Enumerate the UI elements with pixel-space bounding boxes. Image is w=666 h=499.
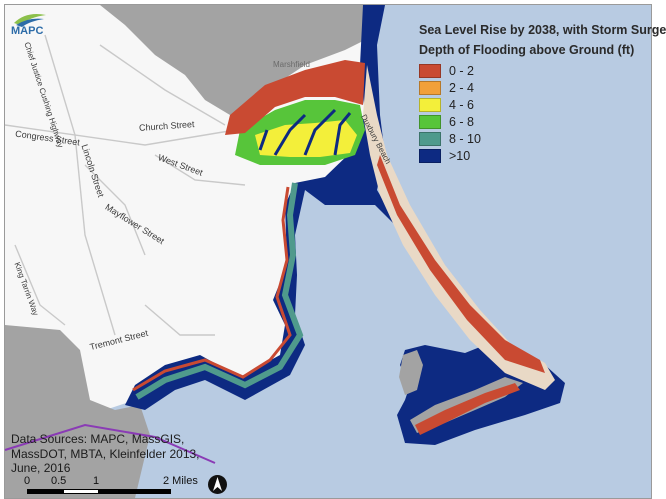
legend-label: 0 - 2 <box>449 63 475 78</box>
data-sources: Data Sources: MAPC, MassGIS, MassDOT, MB… <box>11 432 200 475</box>
legend-item: 4 - 6 <box>419 96 651 113</box>
scale-label-0-5: 0.5 <box>51 475 67 487</box>
legend-label: 4 - 6 <box>449 97 475 112</box>
legend-item: 2 - 4 <box>419 79 651 96</box>
legend-item: 0 - 2 <box>419 62 651 79</box>
road-network <box>4 34 246 336</box>
mapc-logo <box>12 11 48 41</box>
outside-town-north <box>100 5 385 115</box>
flood-channels <box>258 108 352 156</box>
legend-label: >10 <box>449 148 471 163</box>
legend-label: 2 - 4 <box>449 80 475 95</box>
scale-label-1: 1 <box>93 475 100 487</box>
legend-swatch <box>419 131 441 146</box>
island-saquish <box>399 350 423 395</box>
mapc-logo-icon <box>14 14 46 27</box>
flood-map[interactable]: Marshfield <box>4 5 651 498</box>
legend-subtitle: Depth of Flooding above Ground (ft) <box>419 43 635 57</box>
legend-swatch <box>419 148 441 163</box>
legend-label: 6 - 8 <box>449 114 475 129</box>
scale-bar-graphic <box>27 489 177 494</box>
legend-swatch <box>419 63 441 78</box>
flood-band-teal <box>135 182 304 400</box>
scale-label-0: 0 <box>24 475 31 487</box>
outside-town-southwest <box>5 325 150 498</box>
legend-swatch <box>419 80 441 95</box>
legend-swatch <box>419 114 441 129</box>
flood-deep-coast <box>125 5 565 445</box>
rail-line <box>4 423 216 464</box>
legend-title: Sea Level Rise by 2038, with Storm Surge <box>419 23 666 37</box>
island-flood-shallow <box>415 383 520 435</box>
legend-item: 8 - 10 <box>419 130 651 147</box>
barrier-beach <box>363 65 555 390</box>
mapc-logo-text: MAPC <box>11 25 44 37</box>
legend-item: >10 <box>419 147 651 164</box>
town-label-marshfield: Marshfield <box>273 60 310 69</box>
legend-item: 6 - 8 <box>419 113 651 130</box>
legend: Sea Level Rise by 2038, with Storm Surge… <box>419 23 666 164</box>
north-arrow-icon <box>208 475 227 494</box>
flood-band-shallow <box>132 186 292 392</box>
flood-shallow-north <box>225 60 365 135</box>
map-frame[interactable]: Marshfield Chief Justice Cushing Highway… <box>4 4 666 499</box>
legend-label: 8 - 10 <box>449 131 481 146</box>
scale-bar: 0 0.5 1 2 Miles <box>13 475 213 499</box>
legend-swatch <box>419 97 441 112</box>
scale-label-2: 2 Miles <box>163 475 198 487</box>
